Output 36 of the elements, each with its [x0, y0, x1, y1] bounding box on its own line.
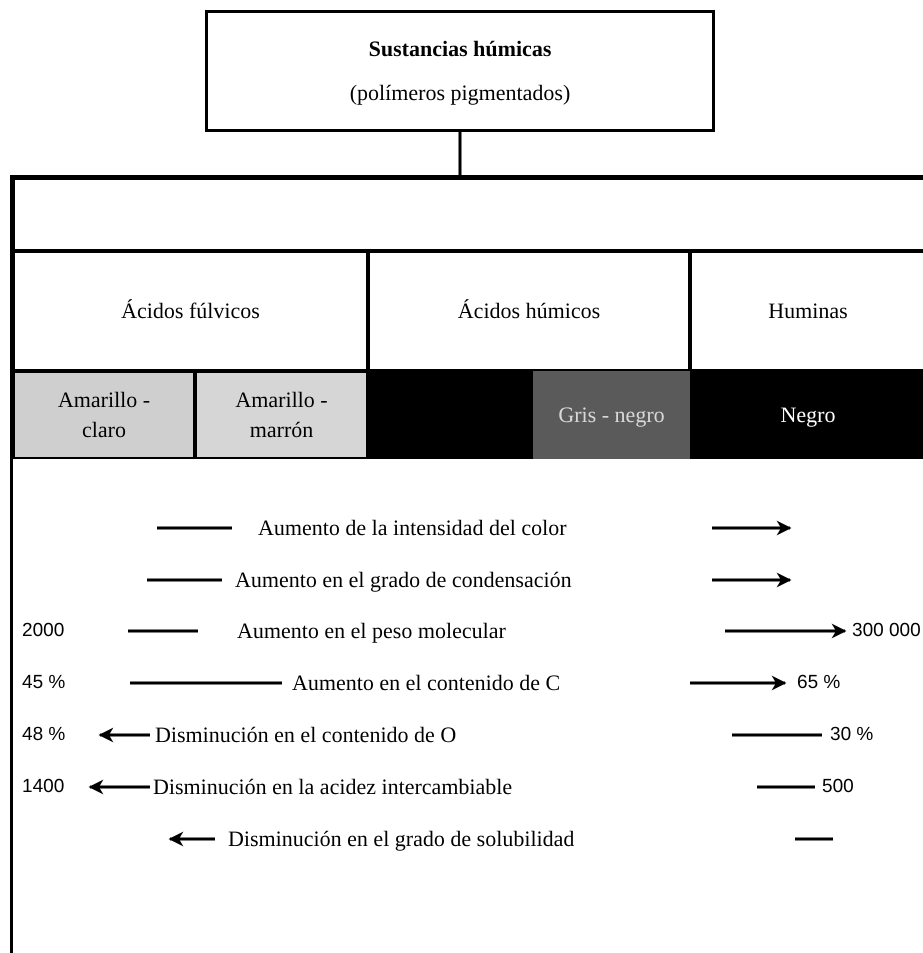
value-label: 1400 — [22, 775, 64, 799]
value-label: 48 % — [22, 723, 66, 747]
color-cell — [690, 371, 923, 459]
trend-label: Aumento en el contenido de C — [292, 670, 560, 696]
value-label: 30 % — [830, 723, 874, 747]
trend-label: Disminución en la acidez intercambiable — [153, 774, 512, 800]
color-cell — [195, 371, 368, 459]
cell-text: Ácidos fúlvicos — [121, 298, 260, 324]
table-cell — [13, 251, 368, 371]
trend-label: Aumento en el grado de condensación — [235, 567, 572, 593]
cell-text: Gris - negro — [558, 401, 665, 429]
cell-text: Negro — [780, 401, 836, 429]
value-label: 2000 — [22, 619, 64, 643]
trend-label: Disminución en el contenido de O — [155, 722, 456, 748]
value-label: 300 000 — [852, 619, 921, 643]
value-label: 65 % — [797, 671, 840, 695]
cell-text: Ácidos húmicos — [458, 298, 600, 324]
title-text: Sustancias húmicas — [368, 36, 552, 62]
cell-text: Amarillo - claro — [56, 386, 152, 444]
trend-label: Aumento de la intensidad del color — [258, 515, 567, 541]
subtitle-text: (polímeros pigmentados) — [350, 80, 570, 106]
cell-text: Amarillo - marrón — [234, 386, 329, 444]
trend-label: Disminución en el grado de solubilidad — [228, 826, 574, 852]
trend-label: Aumento en el peso molecular — [237, 618, 506, 644]
table-frame — [10, 175, 923, 953]
empty-cell — [13, 178, 923, 251]
value-label: 500 — [822, 775, 854, 799]
cell-text: Huminas — [768, 298, 848, 324]
table-cell — [690, 251, 923, 371]
color-cell — [533, 371, 690, 459]
table-cell — [368, 251, 690, 371]
color-cell — [368, 371, 533, 459]
title-box — [205, 10, 715, 132]
value-label: 45 % — [22, 671, 66, 695]
color-cell — [13, 371, 195, 459]
connector-line — [458, 132, 462, 175]
